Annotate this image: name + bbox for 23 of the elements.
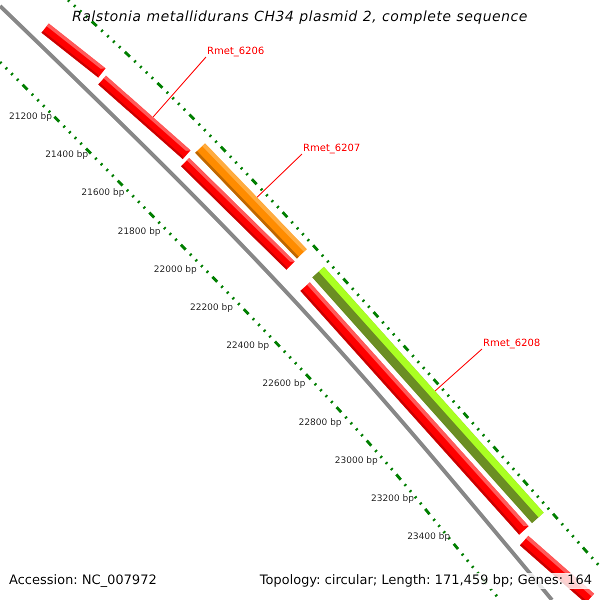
scale-label: 23400 bp [407,532,450,544]
scale-label: 23000 bp [334,456,378,467]
gene-label: Rmet_6207 [303,143,360,155]
scale-label: 22000 bp [154,264,197,276]
scale-label: 21600 bp [81,188,124,200]
gene-segment [41,23,106,78]
gene-label: Rmet_6208 [483,338,540,350]
scale-label: 22200 bp [190,303,233,314]
leader-line [434,348,482,392]
scale-label: 22800 bp [298,418,342,429]
scale-label: 21800 bp [118,226,161,238]
leader-line [256,154,302,198]
scale-label: 22400 bp [226,341,270,352]
sequence-summary: Topology: circular; Length: 171,459 bp; Genes: 164 [260,573,592,589]
leader-line [152,56,206,118]
scale-label: 21400 bp [45,150,88,162]
scale-label: 22600 bp [262,379,306,390]
scale-label: 23200 bp [371,494,414,505]
scale-label: 21200 bp [9,112,52,123]
accession-text: Accession: NC_007972 [9,573,157,589]
gene-label: Rmet_6206 [207,46,264,58]
map-title: Ralstonia metallidurans CH34 plasmid 2, complete sequence [72,9,528,25]
gene-segment [98,76,191,160]
